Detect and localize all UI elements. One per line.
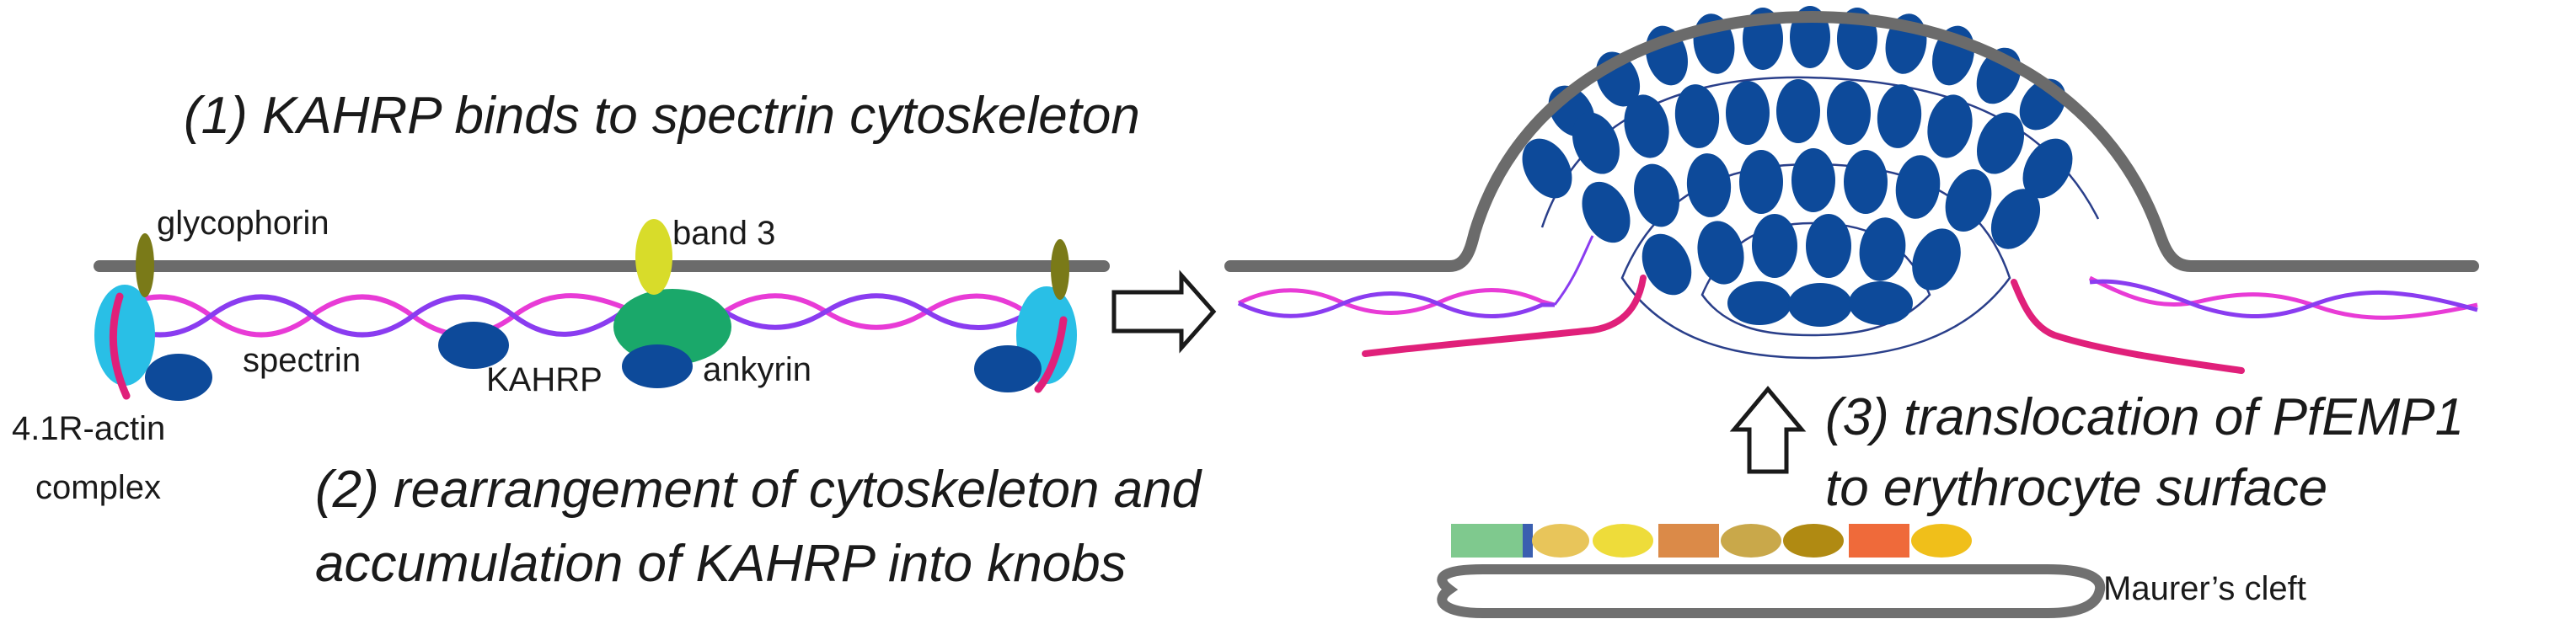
kahrp-left (145, 354, 212, 401)
pfemp1-tail-knob-right (2011, 279, 2245, 374)
kahrp (1859, 217, 1906, 281)
kahrp (1739, 150, 1783, 214)
ankyrin (613, 289, 731, 365)
pfemp1-domain-bar (1451, 524, 1972, 558)
kahrp (1990, 189, 2041, 249)
spectrin-strand-c (723, 293, 1030, 330)
pfemp1-domain-3 (1532, 524, 1589, 558)
knob-spectrin-strand-b (1237, 291, 1555, 318)
kahrp-center (622, 344, 693, 388)
label-actin-complex-line2: complex (35, 469, 161, 506)
kahrp (1776, 79, 1820, 143)
label-actin-complex-line1: 4.1R-actin (12, 410, 165, 447)
kahrp (1752, 214, 1797, 278)
pfemp1-tail-left-short (109, 292, 131, 400)
label-glycophorin: glycophorin (157, 205, 329, 242)
kahrp (1674, 84, 1720, 148)
label-maurers-cleft: Maurer’s cleft (2103, 570, 2306, 607)
kahrp (1895, 155, 1941, 219)
kahrp (1697, 221, 1744, 285)
kahrp (1849, 281, 1913, 325)
kahrp (1686, 153, 1732, 217)
pfemp1-domain-1 (1451, 524, 1523, 558)
actin-complex-left (94, 285, 155, 386)
kahrp (1945, 168, 1992, 232)
glycophorin-left (136, 233, 154, 297)
right-arrow-icon (1111, 269, 1217, 354)
knob-spectrin-strand-d (2089, 279, 2478, 319)
right-panel: (3) translocation of PfEMP1 to erythrocy… (1224, 6, 2479, 618)
glycophorin-right (1051, 239, 1069, 300)
knob-membrane (1224, 11, 2479, 272)
knob-spectrin-network (1237, 235, 2478, 320)
kahrp (1727, 281, 1791, 325)
step2-text-line1: (2) rearrangement of cytoskeleton and (315, 461, 1203, 519)
step3-text-line2: to erythrocyte surface (1825, 459, 2327, 517)
step2-text-line2: accumulation of KAHRP into knobs (315, 535, 1127, 593)
kahrp (1912, 228, 1961, 291)
kahrp (1827, 81, 1871, 145)
kahrp (1877, 84, 1922, 148)
spectrin-strand-b (108, 294, 641, 338)
step3-text-line1: (3) translocation of PfEMP1 (1825, 388, 2464, 446)
kahrp (1582, 181, 1631, 243)
pfemp1-domain-9 (1911, 524, 1972, 558)
kahrp (2022, 138, 2073, 199)
label-spectrin: spectrin (243, 342, 361, 379)
spectrin-strand-d (723, 293, 1030, 330)
spectrin-strand-a (108, 293, 641, 338)
kahrp (1927, 94, 1973, 158)
knob-layer-mid (1620, 163, 2011, 360)
kahrp-spectrin (438, 322, 509, 369)
label-kahrp: KAHRP (486, 361, 602, 398)
kahrp (1726, 81, 1770, 145)
up-arrow-icon (1729, 386, 1807, 474)
kahrp (1572, 112, 1620, 174)
knob-spectrin-link-left (1553, 235, 1594, 306)
kahrp (1634, 163, 1679, 227)
pfemp1-domain-2 (1523, 524, 1533, 558)
band3 (635, 219, 672, 295)
pfemp1-domain-5 (1658, 524, 1719, 558)
pfemp1-tail-right-short (1034, 316, 1068, 393)
pfemp1-domain-8 (1849, 524, 1909, 558)
kahrp (1624, 94, 1669, 158)
pfemp1-domain-6 (1721, 524, 1781, 558)
kahrp (1977, 112, 2024, 174)
knob-spectrin-strand-a (1237, 288, 1556, 315)
spectrin-network (108, 293, 1030, 338)
kahrp (1522, 138, 1572, 199)
kahrp (1791, 148, 1835, 212)
pfemp1-tail-knob-left (1362, 275, 1647, 357)
maurers-cleft (1437, 564, 2106, 618)
knob-spectrin-strand-c (2088, 275, 2478, 320)
label-band3: band 3 (672, 215, 775, 252)
pfemp1-domain-4 (1593, 524, 1653, 558)
label-ankyrin: ankyrin (703, 351, 811, 388)
kahrp (1788, 283, 1852, 327)
left-panel: glycophorin band 3 spectrin KAHRP ankyri… (12, 87, 1203, 593)
kahrp (1806, 214, 1851, 278)
knob-kahrp-cluster (1522, 6, 2073, 327)
kahrp (1844, 150, 1888, 214)
step1-text: (1) KAHRP binds to spectrin cytoskeleton (184, 87, 1140, 145)
kahrp-right (974, 345, 1042, 392)
pfemp1-domain-7 (1783, 524, 1844, 558)
kahrp (1641, 233, 1692, 296)
